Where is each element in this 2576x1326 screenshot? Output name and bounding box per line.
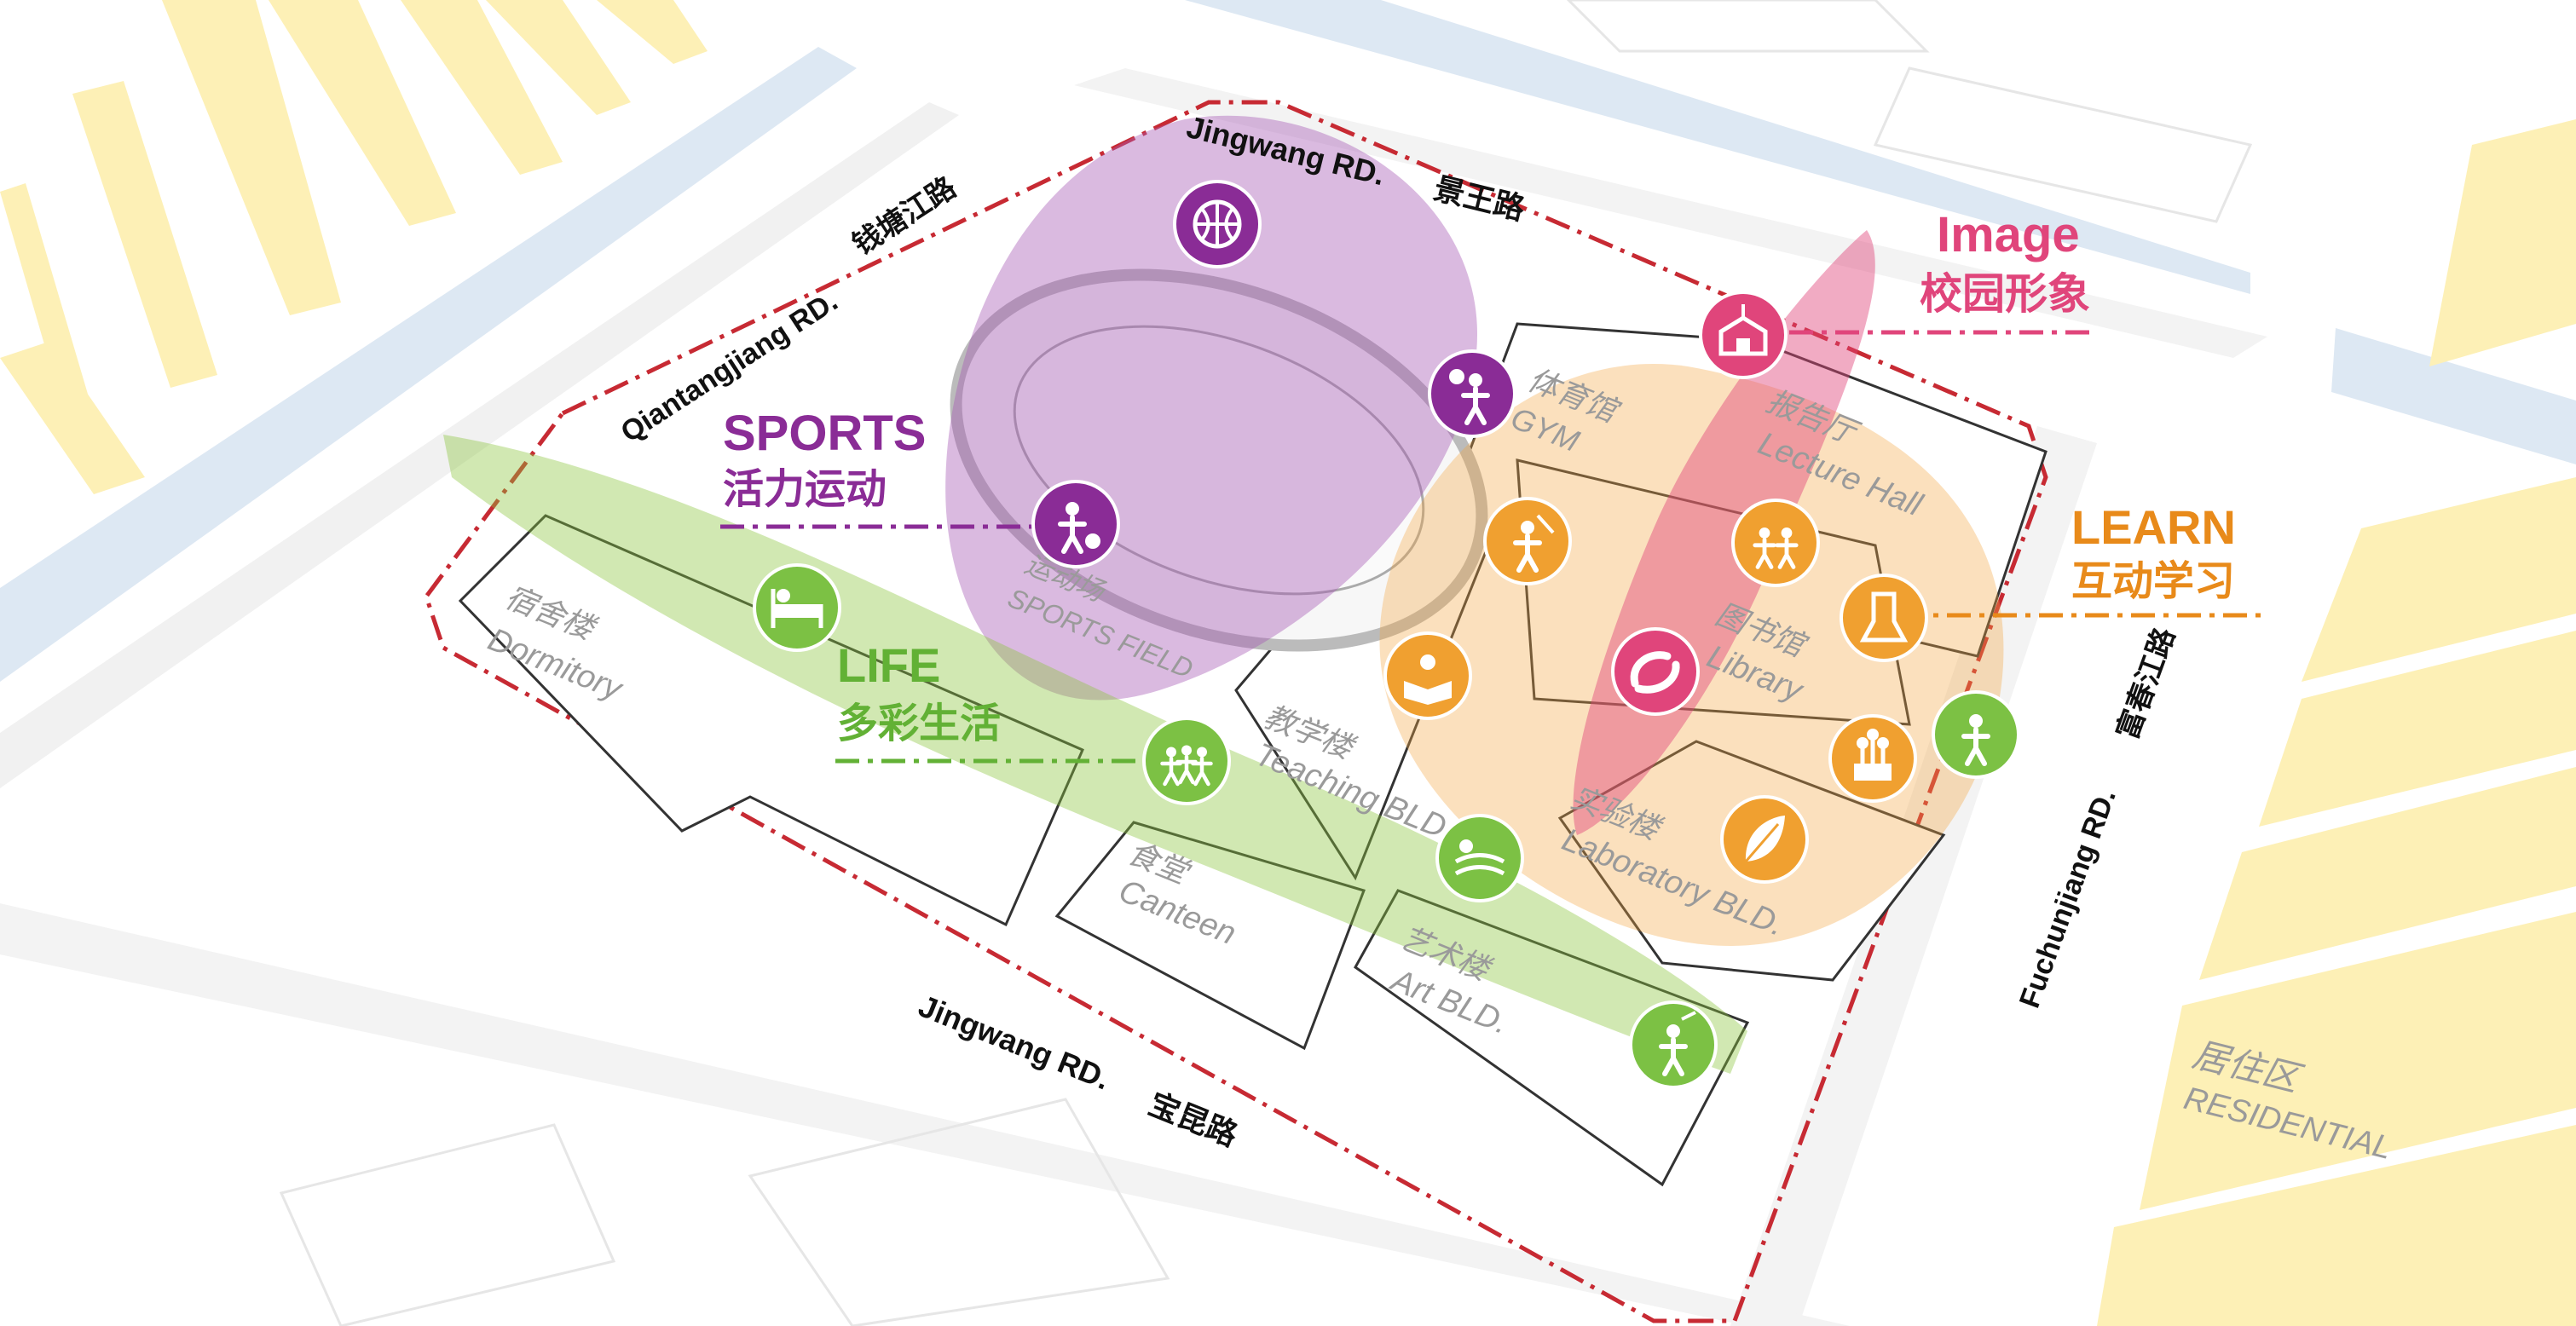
east-road-en: Fuchunjiang RD. <box>2013 785 2123 1012</box>
discussion-icon <box>1611 627 1700 716</box>
dormitory-bed-icon <box>753 563 841 652</box>
learn-title-en: LEARN <box>2071 500 2236 554</box>
east-road-cn: 富春江路 <box>2111 623 2182 744</box>
dancer-icon <box>1629 1000 1718 1089</box>
walking-person-icon <box>1932 690 2020 779</box>
school-building-icon <box>1699 291 1788 379</box>
road-west <box>0 102 959 788</box>
icon-badges <box>753 180 2020 1089</box>
swimmer-icon <box>1435 814 1524 902</box>
soccer-player-icon <box>1031 480 1120 568</box>
music-icon <box>1483 497 1572 585</box>
sports-title-cn: 活力运动 <box>723 467 887 512</box>
image-title-en: Image <box>1937 207 2080 262</box>
volleyball-icon <box>1428 349 1516 438</box>
plant-icon <box>1828 714 1917 803</box>
reading-icon <box>1383 631 1472 720</box>
dormitory-block <box>458 514 1084 927</box>
river-east <box>2331 328 2576 464</box>
science-icon <box>1840 574 1928 662</box>
road-south <box>0 903 1850 1326</box>
teamwork-icon <box>1142 717 1231 805</box>
river-north <box>1185 0 2250 294</box>
life-title-cn: 多彩生活 <box>837 701 1001 747</box>
family-icon <box>1731 499 1820 587</box>
leaf-icon <box>1720 795 1809 884</box>
learn-title-cn: 互动学习 <box>2071 559 2235 604</box>
sports-title-en: SPORTS <box>723 406 927 461</box>
leader-lines <box>720 330 2267 764</box>
theme-titles: Image 校园形象 SPORTS 活力运动 LEARN 互动学习 LIFE 多… <box>723 207 2236 747</box>
life-title-en: LIFE <box>837 638 940 692</box>
canteen-block <box>1054 821 1366 1051</box>
river-west <box>0 47 857 682</box>
south-road-cn: 宝昆路 <box>1144 1086 1243 1153</box>
art-block <box>1354 889 1750 1187</box>
road-north <box>1074 68 2267 358</box>
site-boundary <box>424 100 2048 1323</box>
image-title-cn: 校园形象 <box>1920 270 2090 318</box>
basketball-icon <box>1173 180 1262 268</box>
